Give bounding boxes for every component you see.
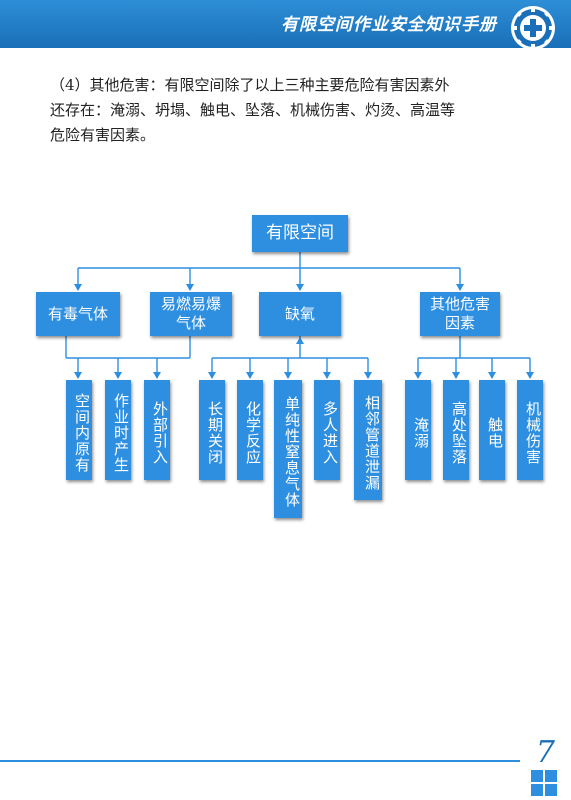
leaf-chemical-reaction: 化学反应 [237,380,263,480]
leaf-fall-from-height: 高处坠落 [443,380,469,480]
leaf-existing-in-space: 空间内原有 [66,380,92,480]
paragraph-line-1: （4）其他危害：有限空间除了以上三种主要危险有害因素外 [50,76,450,94]
leaf-electric-shock: 触电 [479,380,505,480]
leaf-drowning: 淹溺 [405,380,431,480]
category-flammable-gas: 易燃易爆气体 [150,292,232,336]
leaf-multiple-people-entering: 多人进入 [314,380,340,480]
leaf-simple-asphyxiant: 单纯性窒息气体 [274,380,302,518]
footer-divider [0,760,520,762]
category-oxygen-deficiency: 缺氧 [259,292,341,336]
leaf-adjacent-pipe-leak: 相邻管道泄漏 [354,380,382,500]
category-other-hazards: 其他危害因素 [420,292,500,336]
leaf-mechanical-injury: 机械伤害 [517,380,543,480]
safety-cross-logo-icon [511,6,555,50]
paragraph-line-3: 危险有害因素。 [50,126,156,144]
page-header: 有限空间作业安全知识手册 [0,0,571,50]
leaf-generated-during-work: 作业时产生 [105,380,131,480]
paragraph-line-2: 还存在：淹溺、坍塌、触电、坠落、机械伤害、灼烫、高温等 [50,101,456,119]
page-number: 7 [535,735,555,770]
book-title: 有限空间作业安全知识手册 [281,15,497,35]
body-paragraph: （4）其他危害：有限空间除了以上三种主要危险有害因素外 还存在：淹溺、坍塌、触电… [50,73,530,148]
footer-squares-icon [531,770,557,796]
root-node: 有限空间 [252,215,348,252]
category-toxic-gas: 有毒气体 [36,292,120,336]
leaf-external-introduction: 外部引入 [144,380,170,480]
leaf-long-closed: 长期关闭 [199,380,225,480]
